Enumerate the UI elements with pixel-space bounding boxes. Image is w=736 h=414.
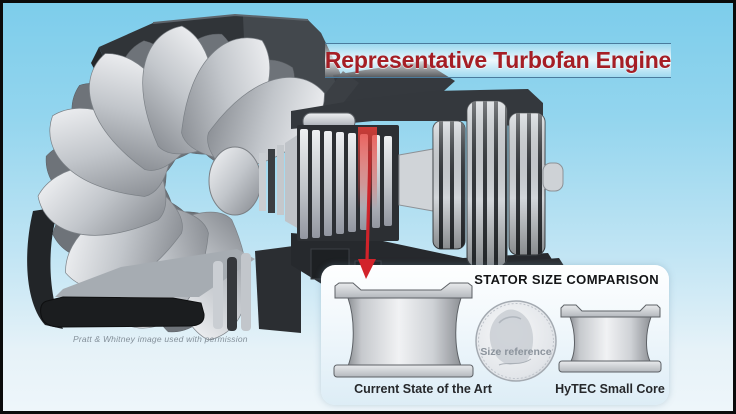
- dime-coin-icon: Size reference: [475, 300, 557, 382]
- page-title: Representative Turbofan Engine: [324, 47, 672, 73]
- coin-size-reference-label: Size reference: [480, 346, 551, 358]
- image-credit-text: Pratt & Whitney image used with permissi…: [73, 334, 248, 344]
- turbine-section: [432, 100, 564, 268]
- stator-large-label: Current State of the Art: [354, 382, 492, 396]
- panel-title: STATOR SIZE COMPARISON: [474, 272, 659, 287]
- stator-comparison-graphics: Size reference: [333, 282, 662, 382]
- intake-lip: [27, 207, 63, 329]
- fan-hub-spinner: [208, 134, 299, 229]
- title-banner: Representative Turbofan Engine: [325, 43, 671, 78]
- stator-small: [558, 304, 662, 373]
- stator-large: [333, 282, 474, 378]
- stator-comparison-panel: STATOR SIZE COMPARISON: [321, 265, 669, 405]
- compressor-section: [297, 125, 399, 241]
- core-shaft: [398, 148, 434, 212]
- stator-small-label: HyTEC Small Core: [555, 382, 665, 396]
- bottom-cowl: [40, 245, 301, 333]
